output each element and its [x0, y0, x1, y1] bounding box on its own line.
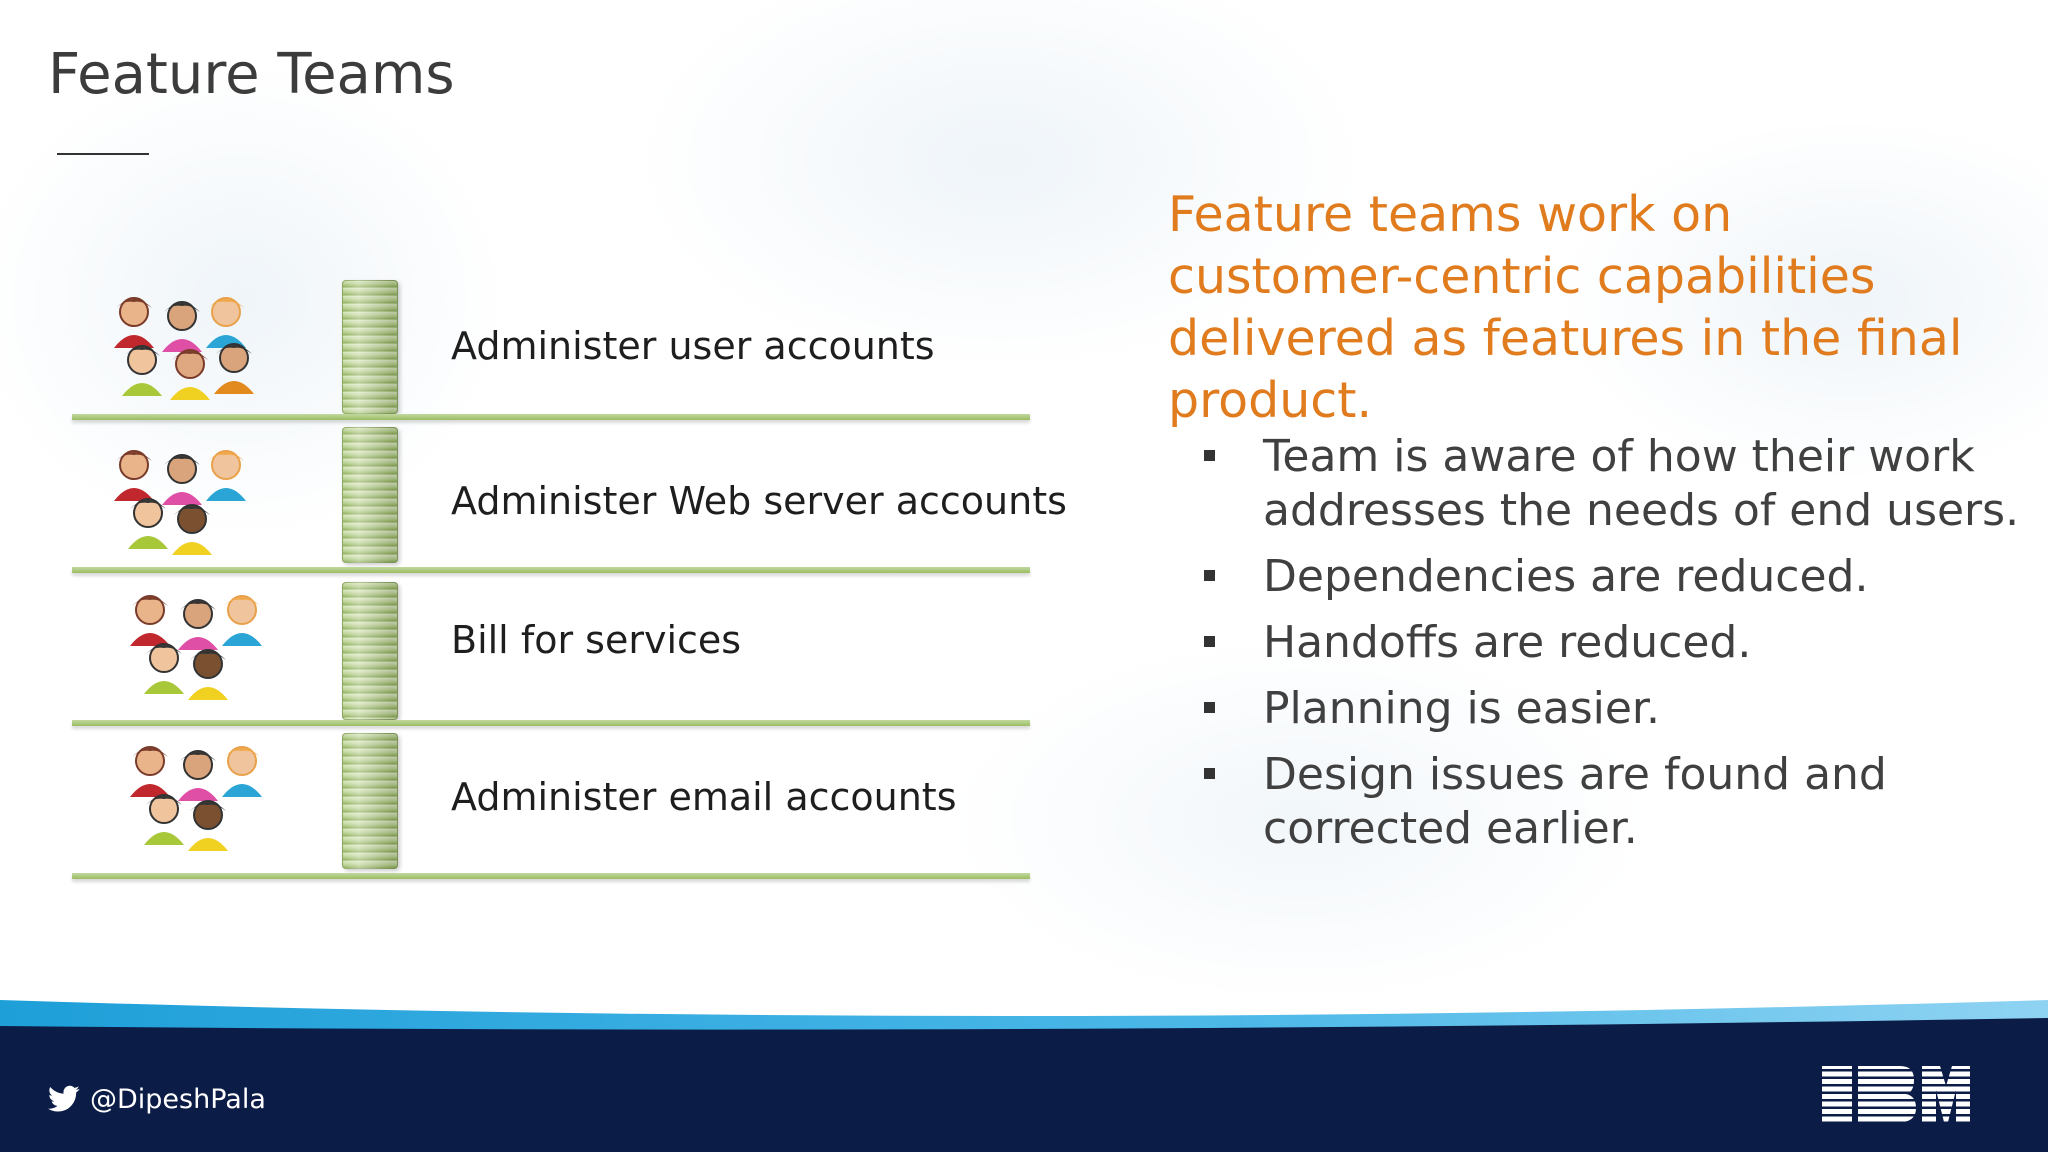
component-stack-icon — [342, 427, 398, 563]
team-people-icon — [130, 746, 262, 851]
square-bullet-icon — [1204, 702, 1215, 713]
feature-row: Administer email accounts — [72, 729, 1030, 879]
twitter-handle: @DipeshPala — [90, 1083, 266, 1115]
twitter-bird-icon — [48, 1085, 80, 1112]
bullet-text: Handoffs are reduced. — [1263, 617, 1752, 668]
team-people-icon — [114, 297, 254, 400]
row-divider — [72, 873, 1030, 879]
twitter-link[interactable]: @DipeshPala — [48, 1083, 266, 1115]
footer-wave — [0, 1000, 2048, 1040]
title-underline — [57, 153, 149, 155]
bullet-text: Team is aware of how their work addresse… — [1263, 431, 2020, 536]
bullet-item: Dependencies are reduced. — [1200, 550, 2020, 604]
bullet-item: Planning is easier. — [1200, 682, 2020, 736]
row-label: Administer user accounts — [451, 324, 935, 368]
square-bullet-icon — [1204, 768, 1215, 779]
feature-row: Bill for services — [72, 576, 1030, 726]
bullet-item: Handoffs are reduced. — [1200, 616, 2020, 670]
row-label: Bill for services — [451, 618, 742, 662]
bullet-item: Design issues are found and corrected ea… — [1200, 748, 2020, 856]
world-map-background — [0, 0, 2048, 1000]
bullet-text: Dependencies are reduced. — [1263, 551, 1869, 602]
square-bullet-icon — [1204, 450, 1215, 461]
slide-title: Feature Teams — [48, 42, 455, 107]
square-bullet-icon — [1204, 570, 1215, 581]
component-stack-icon — [342, 280, 398, 414]
headline: Feature teams work on customer-centric c… — [1168, 186, 1963, 429]
square-bullet-icon — [1204, 636, 1215, 647]
bullet-item: Team is aware of how their work addresse… — [1200, 430, 2020, 538]
row-divider — [72, 414, 1030, 420]
component-stack-icon — [342, 733, 398, 869]
row-label: Administer Web server accounts — [451, 479, 1067, 523]
team-people-icon — [130, 595, 262, 700]
bullet-text: Planning is easier. — [1263, 683, 1660, 734]
bullet-text: Design issues are found and corrected ea… — [1263, 749, 1887, 854]
ibm-logo — [1822, 1066, 1970, 1122]
bullet-list: Team is aware of how their work addresse… — [1200, 430, 2020, 868]
feature-row: Administer Web server accounts — [72, 423, 1067, 573]
row-divider — [72, 567, 1030, 573]
row-divider — [72, 720, 1030, 726]
component-stack-icon — [342, 582, 398, 720]
row-label: Administer email accounts — [451, 775, 957, 819]
footer-bar — [0, 1036, 2048, 1152]
feature-row: Administer user accounts — [72, 270, 1030, 420]
team-people-icon — [114, 450, 246, 555]
